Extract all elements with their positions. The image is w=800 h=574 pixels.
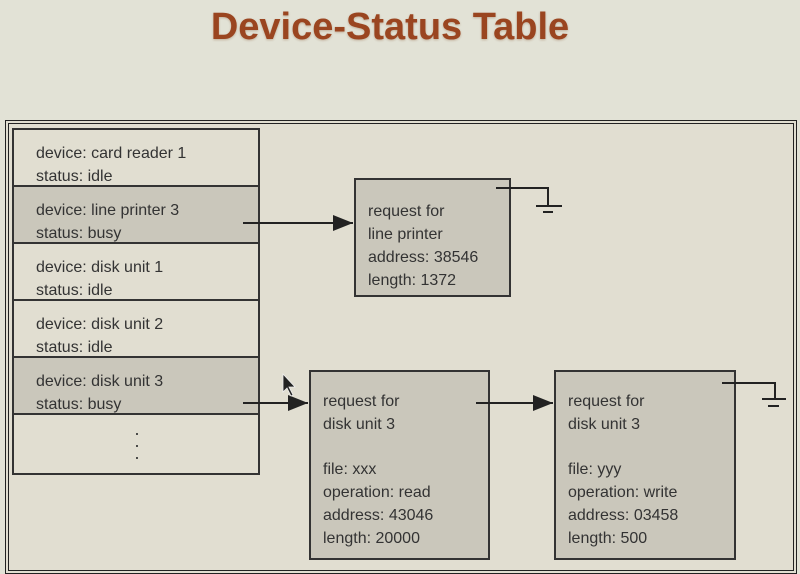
table-row: device: line printer 3 status: busy: [14, 187, 258, 244]
device-label: device: line printer 3: [36, 202, 180, 219]
device-label: device: card reader 1: [36, 145, 187, 162]
request-line: line printer: [368, 226, 443, 243]
request-line: disk unit 3: [568, 416, 641, 433]
page-title: Device-Status Table: [210, 6, 570, 48]
request-line: request for: [368, 203, 445, 220]
request-operation: operation: write: [568, 484, 678, 501]
request-line: disk unit 3: [323, 416, 396, 433]
request-address: address: 38546: [368, 249, 479, 266]
ellipsis: · · ·: [134, 423, 140, 467]
request-operation: operation: read: [323, 484, 431, 501]
device-label: device: disk unit 3: [36, 373, 164, 390]
request-file: file: xxx: [323, 461, 377, 478]
request-length: length: 20000: [323, 530, 420, 547]
status-label: status: idle: [36, 339, 113, 356]
request-length: length: 500: [568, 530, 648, 547]
table-row: device: disk unit 1 status: idle: [14, 244, 258, 301]
request-file: file: yyy: [568, 461, 622, 478]
table-row: device: disk unit 3 status: busy: [14, 358, 258, 415]
device-label: device: disk unit 2: [36, 316, 164, 333]
request-length: length: 1372: [368, 272, 457, 289]
status-label: status: busy: [36, 396, 122, 413]
table-row: device: disk unit 2 status: idle: [14, 301, 258, 358]
status-label: status: idle: [36, 168, 113, 185]
status-label: status: busy: [36, 225, 122, 242]
request-address: address: 03458: [568, 507, 679, 524]
printer-request-box: request for line printer address: 38546 …: [354, 178, 511, 297]
disk-request-box-2: request for disk unit 3 file: yyy operat…: [554, 370, 736, 560]
status-label: status: idle: [36, 282, 113, 299]
request-line: request for: [323, 393, 400, 410]
mouse-cursor-icon: [282, 372, 296, 397]
device-status-table: device: card reader 1 status: idle device…: [12, 128, 260, 475]
null-pointer-icon: [496, 187, 562, 213]
request-address: address: 43046: [323, 507, 434, 524]
null-pointer-icon: [722, 382, 786, 407]
table-row: device: card reader 1 status: idle: [14, 130, 258, 187]
request-line: request for: [568, 393, 645, 410]
disk-request-box-1: request for disk unit 3 file: xxx operat…: [309, 370, 490, 560]
ellipsis-row: · · ·: [14, 415, 258, 473]
device-label: device: disk unit 1: [36, 259, 164, 276]
